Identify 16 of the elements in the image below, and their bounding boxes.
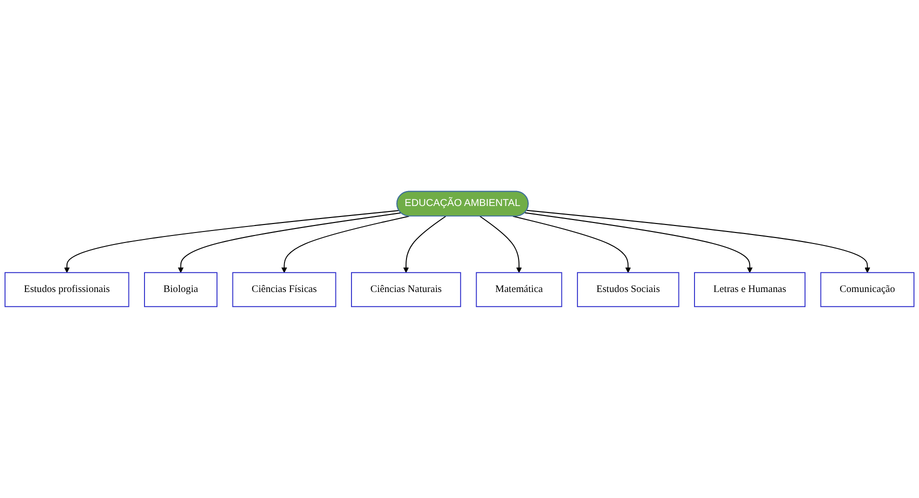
- arrow: [479, 216, 522, 273]
- node-box: Ciências Físicas: [232, 272, 336, 308]
- arrow: [403, 216, 446, 273]
- arrow: [64, 210, 400, 273]
- arrow: [524, 212, 753, 273]
- node-box: Ciências Naturais: [351, 272, 462, 308]
- arrow: [526, 210, 870, 273]
- arrow: [281, 216, 410, 273]
- node-box: Comunicação: [820, 272, 914, 308]
- arrow: [512, 216, 631, 273]
- node-box: Biologia: [144, 272, 218, 308]
- arrow: [178, 212, 402, 273]
- node-box: Estudos profissionais: [4, 272, 130, 308]
- node-box: Letras e Humanas: [694, 272, 806, 308]
- node-box: Estudos Sociais: [576, 272, 680, 308]
- node-box: Matemática: [476, 272, 562, 308]
